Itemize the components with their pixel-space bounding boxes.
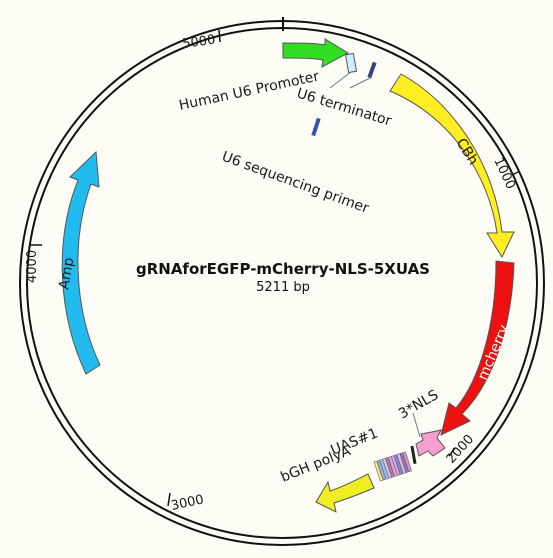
tick-label-5000: 5000 xyxy=(181,33,216,52)
label-3xnls: 3*NLS xyxy=(396,387,441,422)
amp-arrow xyxy=(61,150,101,375)
label-amp: Amp xyxy=(56,256,77,291)
uas-stripes xyxy=(373,451,412,482)
u6-primer-mark xyxy=(311,117,321,137)
tick-label-4000: 4000 xyxy=(25,250,40,283)
plasmid-size: 5211 bp xyxy=(256,280,310,295)
promoter-leader xyxy=(329,71,352,89)
promoter-box xyxy=(344,52,358,74)
tick-3000: 3000 xyxy=(167,492,205,514)
label-bgh-polya: bGH polyA xyxy=(279,443,354,486)
tick-4000: 4000 xyxy=(25,244,42,283)
green-feature-arrow xyxy=(282,38,350,68)
terminator-leader xyxy=(349,76,373,89)
u6-terminator-bar xyxy=(367,61,377,79)
label-u6-sequencing-primer: U6 sequencing primer xyxy=(220,149,371,217)
tick-label-2000: 2000 xyxy=(444,432,477,467)
plasmid-name: gRNAforEGFP-mCherry-NLS-5XUAS xyxy=(136,260,430,278)
nls-leader xyxy=(412,412,421,438)
label-u6-terminator: U6 terminator xyxy=(295,86,394,130)
tick-5000: 5000 xyxy=(181,29,221,52)
bgh-polya-arrow xyxy=(315,473,375,513)
nls-arrow xyxy=(415,429,446,457)
tick-2000: 2000 xyxy=(444,432,477,467)
tick-label-3000: 3000 xyxy=(170,492,205,514)
nls-bar xyxy=(410,445,417,465)
mcherry-arrow xyxy=(440,260,515,436)
cbh-arrow xyxy=(389,73,515,259)
label-mcherry: mcherry xyxy=(475,323,513,383)
